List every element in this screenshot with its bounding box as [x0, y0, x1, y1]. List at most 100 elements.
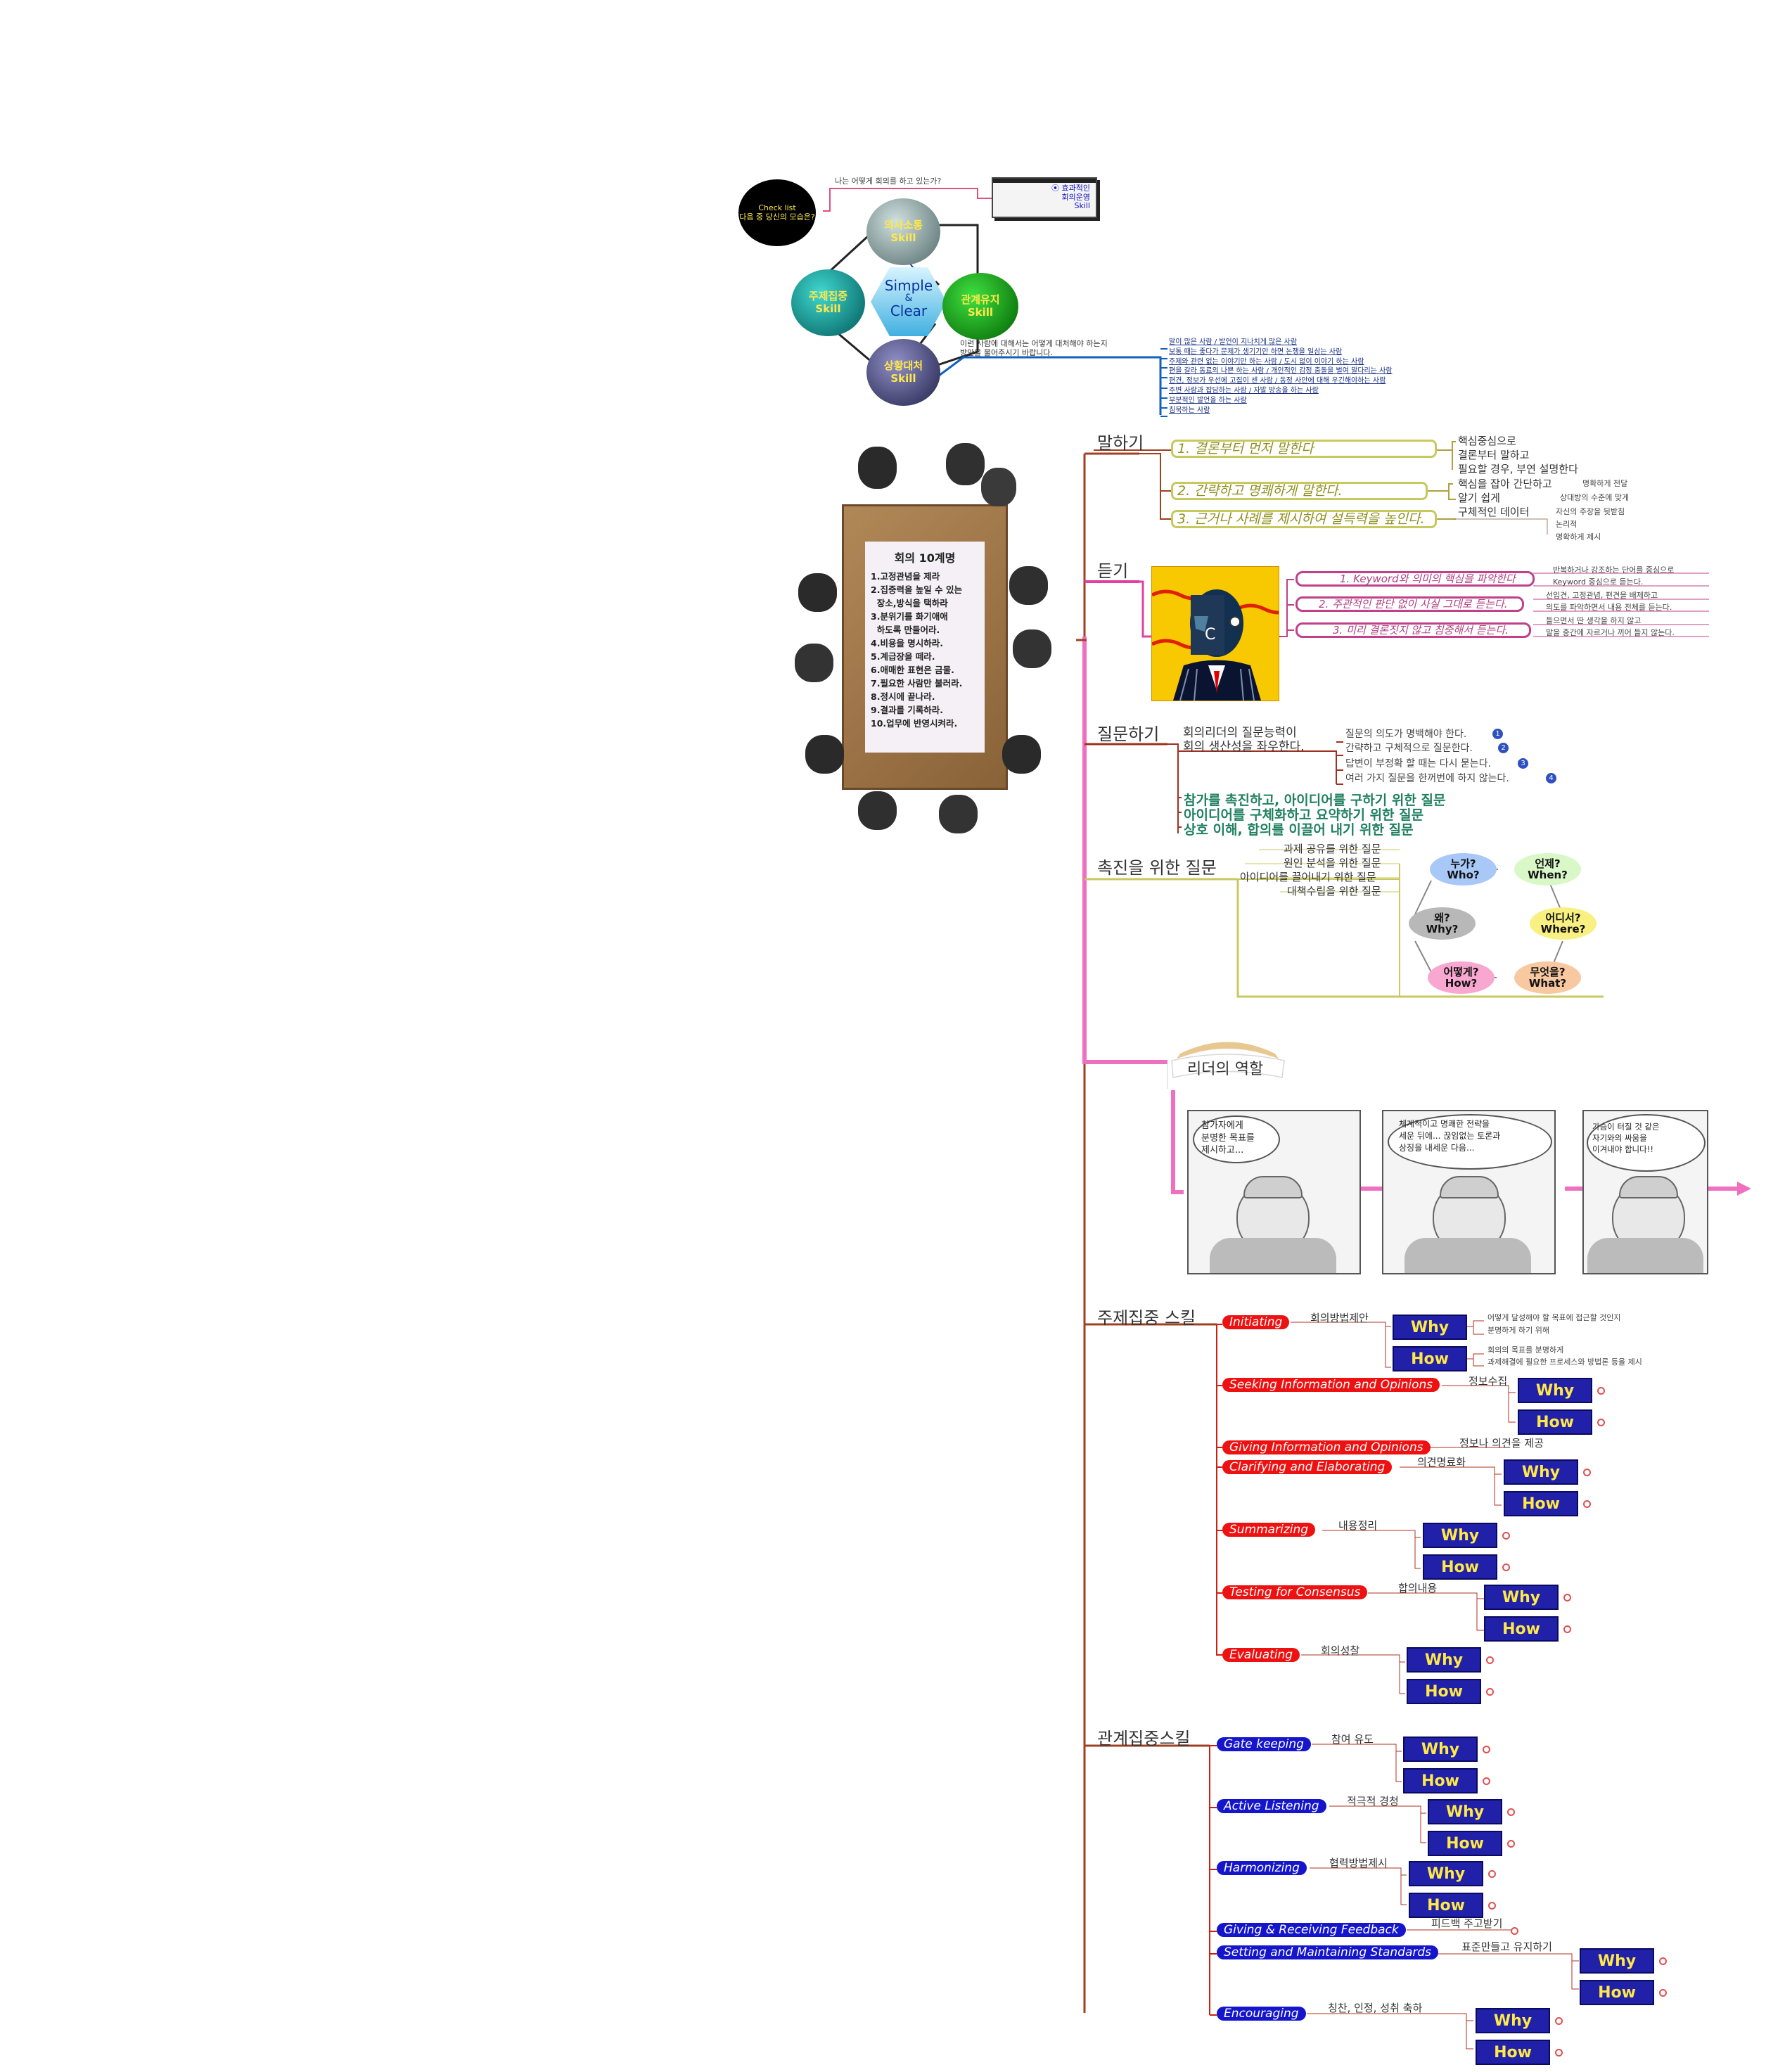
speaking-item-3[interactable]: 3. 근거나 사례를 제시하여 설득력을 높인다. [1171, 510, 1437, 528]
speaking-item-2[interactable]: 2. 간략하고 명쾌하게 말한다. [1171, 482, 1428, 500]
note-dot [1555, 2017, 1563, 2025]
initiating-pill[interactable]: Initiating [1222, 1315, 1290, 1329]
note-dot [1659, 1957, 1667, 1965]
seeking-info-pill[interactable]: Seeking Information and Opinions [1222, 1378, 1440, 1392]
speaking-sub: 핵심중심으로 [1458, 435, 1516, 447]
evaluating-why[interactable]: Why [1407, 1647, 1481, 1673]
gate-keeping-pill[interactable]: Gate keeping [1217, 1737, 1311, 1751]
number-badge-4: 4 [1546, 773, 1556, 784]
evaluating-pill[interactable]: Evaluating [1222, 1648, 1300, 1662]
active-listening-why[interactable]: Why [1428, 1799, 1502, 1824]
gate-keeping-why[interactable]: Why [1403, 1737, 1478, 1762]
encouraging-why[interactable]: Why [1476, 2008, 1550, 2033]
summarizing-desc: 내용정리 [1338, 1519, 1378, 1532]
harmonizing-desc: 협력방법제시 [1329, 1857, 1388, 1869]
facilitation-label[interactable]: 촉진을 위한 질문 [1097, 858, 1217, 878]
evaluating-desc: 회의성찰 [1321, 1644, 1360, 1657]
standards-why[interactable]: Why [1580, 1948, 1654, 1974]
who-bubble[interactable]: 누가? Who? [1430, 853, 1497, 885]
gate-keeping-how[interactable]: How [1403, 1768, 1478, 1793]
listening-sub: 반복하거나 강조하는 단어를 중심으로 [1553, 565, 1675, 575]
attendee [798, 573, 837, 612]
initiating-how-note: 과제해결에 필요한 프로세스와 방법론 등을 제시 [1487, 1357, 1642, 1367]
summarizing-how[interactable]: How [1423, 1554, 1497, 1580]
attendee [981, 468, 1016, 506]
clarifying-how[interactable]: How [1504, 1491, 1578, 1516]
testing-consensus-pill[interactable]: Testing for Consensus [1222, 1585, 1368, 1599]
topic-skill-label[interactable]: 주제집중 스킬 [1097, 1308, 1196, 1328]
where-bubble[interactable]: 어디서? Where? [1530, 907, 1597, 940]
listening-item-1[interactable]: 1. Keyword와 의미의 핵심을 파악한다 [1295, 571, 1535, 587]
why-bubble[interactable]: 왜? Why? [1409, 907, 1476, 940]
situation-skill[interactable]: 상황대처 Skill [866, 339, 940, 406]
encouraging-pill[interactable]: Encouraging [1217, 2007, 1306, 2021]
encouraging-how[interactable]: How [1476, 2040, 1550, 2065]
facilitation-item: 과제 공유를 위한 질문 [1284, 843, 1381, 855]
active-listening-desc: 적극적 경청 [1347, 1795, 1399, 1808]
summarizing-pill[interactable]: Summarizing [1222, 1523, 1316, 1537]
attendee [805, 735, 844, 774]
note-dot [1563, 1594, 1571, 1601]
rule-item: 7.필요한 사람만 불러라. [871, 678, 963, 689]
communication-skill[interactable]: 의사소통 Skill [866, 198, 940, 265]
asking-label[interactable]: 질문하기 [1097, 724, 1160, 744]
listening-item-3[interactable]: 3. 미리 결론짓지 않고 침중해서 듣는다. [1295, 622, 1531, 638]
speaking-label[interactable]: 말하기 [1097, 433, 1144, 453]
note-dot [1486, 1688, 1494, 1696]
clarifying-why[interactable]: Why [1504, 1459, 1578, 1485]
active-listening-pill[interactable]: Active Listening [1217, 1799, 1326, 1813]
rule-item: 9.결과를 기록하라. [871, 705, 944, 715]
standards-how[interactable]: How [1580, 1980, 1654, 2005]
rule-item: 4.비용을 명시하라. [871, 638, 944, 648]
speech-bubble [1587, 1114, 1706, 1172]
situation-item: 침묵하는 사람 [1169, 406, 1210, 414]
relation-skill-label[interactable]: 관계집중스킬 [1097, 1729, 1191, 1748]
asking-lead-1: 회의리더의 질문능력이 [1183, 726, 1297, 740]
how-bubble[interactable]: 어떻게? How? [1428, 961, 1495, 994]
note-dot [1507, 1808, 1515, 1816]
initiating-how[interactable]: How [1393, 1346, 1467, 1371]
note-dot [1483, 1777, 1490, 1785]
speaking-sub: 핵심을 잡아 간단하고 [1458, 478, 1552, 490]
attendee [795, 644, 833, 682]
number-badge-2: 2 [1498, 743, 1509, 753]
evaluating-how[interactable]: How [1407, 1679, 1481, 1704]
seeking-info-how[interactable]: How [1518, 1409, 1592, 1435]
initiating-why[interactable]: Why [1393, 1315, 1467, 1340]
testing-consensus-how[interactable]: How [1484, 1616, 1559, 1642]
when-bubble[interactable]: 언제? When? [1514, 853, 1581, 885]
testing-consensus-why[interactable]: Why [1484, 1585, 1559, 1610]
feedback-pill[interactable]: Giving & Receiving Feedback [1217, 1923, 1406, 1937]
effective-meeting-banner: ⦿ 효과적인 회의운영 Skill [992, 177, 1097, 218]
initiating-how-note: 회의의 목표를 분명하게 [1487, 1345, 1564, 1355]
speaking-item-1[interactable]: 1. 결론부터 먼저 말한다 [1171, 440, 1437, 458]
clarifying-pill[interactable]: Clarifying and Elaborating [1222, 1460, 1393, 1474]
speaking-sub: 알기 쉽게 [1458, 492, 1500, 504]
what-bubble[interactable]: 무엇을? What? [1514, 961, 1581, 994]
listening-label[interactable]: 듣기 [1097, 561, 1129, 581]
rule-item: 6.애매한 표현은 금물. [871, 665, 954, 675]
giving-info-pill[interactable]: Giving Information and Opinions [1222, 1440, 1431, 1454]
number-badge-1: 1 [1492, 729, 1503, 739]
speech-bubble [1388, 1114, 1552, 1170]
listening-item-2[interactable]: 2. 주관적인 판단 없이 사실 그대로 듣는다. [1295, 596, 1524, 612]
summarizing-why[interactable]: Why [1423, 1523, 1497, 1548]
harmonizing-why[interactable]: Why [1409, 1861, 1483, 1886]
note-dot [1488, 1902, 1496, 1910]
situation-item: 보통 때는 좋다가 문제가 생기기만 하면 논쟁을 일삼는 사람 [1169, 347, 1343, 356]
relationship-skill[interactable]: 관계유지 Skill [942, 273, 1018, 340]
cartoon-helmet [1243, 1176, 1303, 1198]
checklist-title: Check list [758, 203, 796, 212]
topic-focus-skill[interactable]: 주제집중 Skill [791, 269, 865, 336]
harmonizing-pill[interactable]: Harmonizing [1217, 1861, 1307, 1875]
active-listening-how[interactable]: How [1428, 1831, 1502, 1856]
asking-lead-2: 회의 생산성을 좌우한다. [1183, 740, 1305, 754]
attendee [1013, 629, 1051, 668]
checklist-circle[interactable]: Check list 다음 중 당신의 모습은? [738, 179, 816, 246]
speaking-sub: 필요할 경우, 부연 설명한다 [1458, 463, 1578, 475]
harmonizing-how[interactable]: How [1409, 1893, 1483, 1918]
standards-pill[interactable]: Setting and Maintaining Standards [1217, 1945, 1439, 1959]
seeking-info-why[interactable]: Why [1518, 1378, 1592, 1403]
note-dot [1583, 1500, 1591, 1508]
leader-role-scroll[interactable]: 리더의 역할 [1166, 1034, 1289, 1090]
